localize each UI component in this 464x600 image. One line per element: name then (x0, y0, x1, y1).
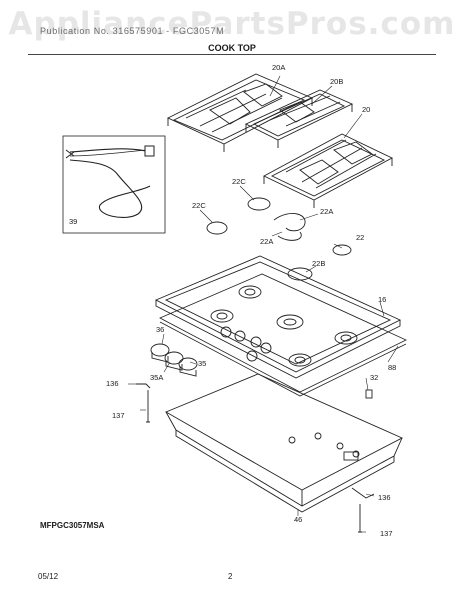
callout-16: 16 (378, 295, 386, 304)
drawing-code: MFPGC3057MSA (40, 521, 105, 530)
watermark: AppliancePartsPros.com (8, 6, 456, 42)
callout-20: 20 (362, 105, 370, 114)
callout-136-left: 136 (106, 379, 119, 388)
bracket-136-right (351, 487, 375, 499)
leader-lines (128, 75, 399, 533)
burner-box-part-46 (164, 373, 404, 513)
wire-harness-box (62, 135, 166, 234)
grate-20a (166, 73, 314, 152)
callout-39: 39 (69, 217, 77, 226)
callout-20b: 20B (330, 77, 343, 86)
callout-35a: 35A (150, 373, 163, 382)
callout-22a-right: 22A (320, 207, 333, 216)
callout-88: 88 (388, 363, 396, 372)
cap-22c-upper (247, 197, 271, 211)
header-rule (28, 54, 436, 55)
callout-136-right: 136 (378, 493, 391, 502)
knobs-part-36 (150, 343, 198, 377)
page-number: 2 (228, 572, 233, 581)
screw-137-right (358, 504, 362, 533)
cooktop-top-part-16 (154, 255, 402, 379)
screw-137-left (146, 390, 150, 423)
bracket-32 (365, 389, 373, 399)
callout-20a: 20A (272, 63, 285, 72)
section-title: COOK TOP (208, 43, 256, 53)
bracket-136-left (136, 383, 151, 389)
callout-137-left: 137 (112, 411, 125, 420)
callout-22: 22 (356, 233, 364, 242)
grate-20b (244, 89, 354, 148)
cap-22a (273, 213, 306, 241)
gasket-part-88 (159, 273, 407, 397)
wire-harness-part-39 (62, 135, 166, 234)
callout-22c-left: 22C (192, 201, 206, 210)
callout-32: 32 (370, 373, 378, 382)
cap-22 (332, 244, 352, 256)
callout-35: 35 (198, 359, 206, 368)
callout-22a-left: 22A (260, 237, 273, 246)
fasteners (136, 383, 375, 533)
grate-20 (263, 133, 393, 208)
callout-36: 36 (156, 325, 164, 334)
burner-grates (166, 73, 393, 208)
callout-22c-upper: 22C (232, 177, 246, 186)
callout-22b: 22B (312, 259, 325, 268)
callout-46: 46 (294, 515, 302, 524)
callout-137-right: 137 (380, 529, 393, 538)
footer-date: 05/12 (38, 572, 59, 581)
cap-22c-left (206, 221, 228, 235)
burner-caps (206, 197, 352, 281)
header-model-number: Publication No. 316575901 - FGC3057M (40, 26, 225, 36)
callout-labels: 20A 20B 20 39 22C 22C 22A 22A 22 22B 16 … (69, 63, 396, 538)
